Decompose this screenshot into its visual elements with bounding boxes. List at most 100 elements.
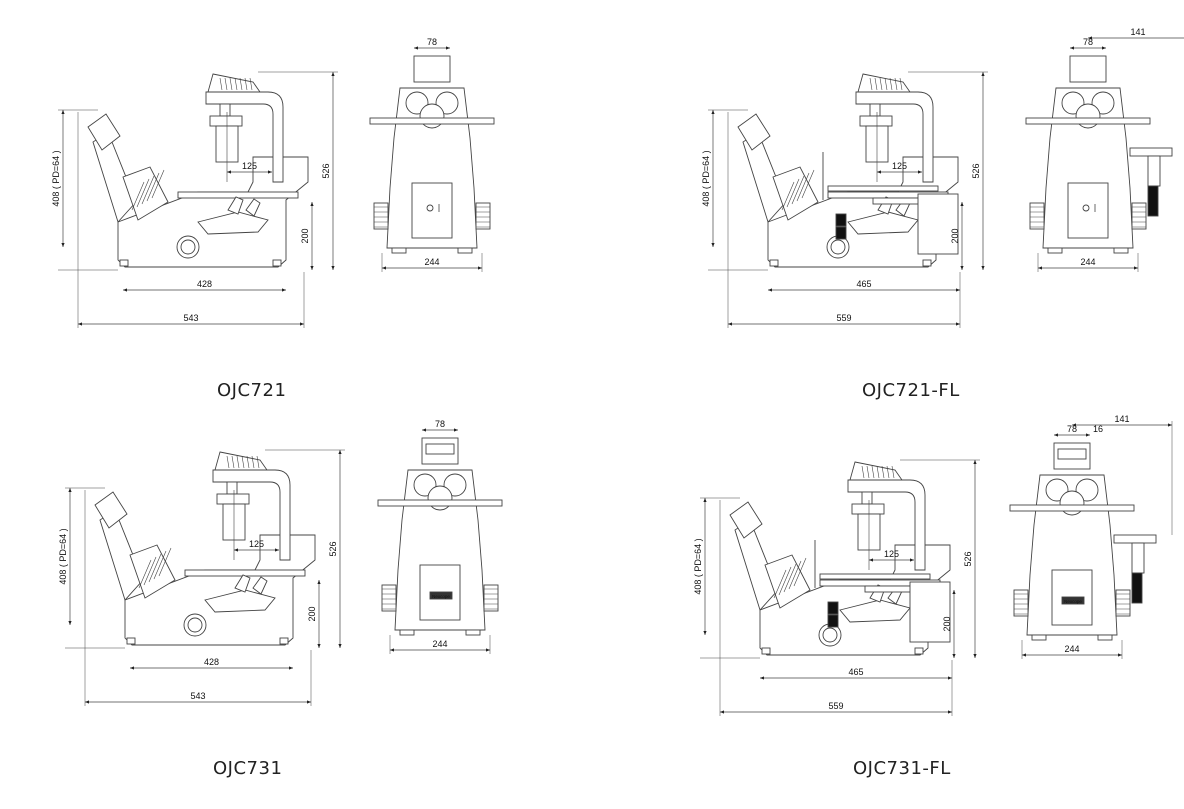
dimension-arrow [382, 266, 386, 270]
dimension-label: 125 [249, 539, 264, 549]
dimension-arrow [1102, 46, 1106, 50]
caption-ojc721-fl: OJC721-FL [862, 380, 960, 401]
vertical-dimension: 200 [942, 590, 956, 658]
dimension-arrow [703, 631, 707, 635]
side-panel [122, 166, 169, 221]
stage [177, 191, 299, 199]
dimension-label: 408 ( PD=64 ) [51, 150, 61, 206]
dimension-arrow [1054, 433, 1058, 437]
fl-black-knob [827, 601, 839, 615]
left-knob [1013, 589, 1029, 617]
dimension-arrow [952, 590, 956, 594]
front-body [394, 469, 486, 631]
dimension-label: 200 [300, 228, 310, 243]
fl-side-arm [1147, 155, 1161, 187]
caption-ojc731: OJC731 [213, 758, 283, 779]
panel-vent [791, 175, 805, 205]
foot [914, 647, 924, 655]
dimension-label: 125 [892, 161, 907, 171]
panel-vent [141, 175, 155, 205]
dimension-label: 244 [432, 639, 447, 649]
horizontal-dimension: 125 [869, 549, 914, 562]
left-knob [1029, 202, 1045, 230]
fl-side-bar [1129, 147, 1173, 157]
horizontal-dimension: 244 [382, 257, 482, 270]
fl-black-knob [835, 213, 847, 227]
panel-vent [153, 550, 167, 580]
side-panel [129, 544, 176, 599]
dimension-arrow [768, 288, 772, 292]
lamp-house [214, 451, 268, 471]
focus-knob-inner [187, 617, 203, 633]
dimension-arrow [973, 654, 977, 658]
vent-slot [251, 455, 255, 469]
vent-slot [234, 77, 238, 91]
power-switch [1082, 204, 1090, 212]
horizontal-dimension: 465 [768, 279, 960, 292]
vent-slot [879, 77, 883, 91]
nexcope-badge [1061, 596, 1085, 605]
vent-slot [229, 77, 233, 91]
stage-plate [369, 117, 495, 125]
panel-vent [783, 563, 797, 593]
dimension-label: 543 [190, 691, 205, 701]
panel-vent [796, 172, 810, 202]
panel-vent [788, 560, 802, 590]
dimension-arrow [338, 644, 342, 648]
dimension-arrow [956, 288, 960, 292]
illumination-arm [212, 469, 291, 561]
dimension-arrow [952, 654, 956, 658]
dimension-arrow [1072, 423, 1076, 427]
vertical-dimension: 526 [328, 450, 342, 648]
fl-side-bar [1113, 534, 1157, 544]
horizontal-dimension: 78 [1054, 424, 1090, 437]
dimension-label: 465 [856, 279, 871, 289]
right-knob [1115, 589, 1131, 617]
dimension-arrow [1168, 423, 1172, 427]
horizontal-dimension: 141 [1072, 414, 1172, 427]
dimension-label: 526 [963, 551, 973, 566]
condenser-top [869, 103, 881, 117]
dimension-arrow [981, 266, 985, 270]
dimension-arrow [289, 666, 293, 670]
top-port-window [425, 443, 455, 455]
dimension-arrow [877, 170, 881, 174]
vertical-dimension: 200 [307, 580, 321, 648]
dimension-label: 78 [1083, 37, 1093, 47]
front-foot [1031, 634, 1047, 641]
foot [922, 259, 932, 267]
eyepiece [729, 501, 763, 539]
caption-ojc731-fl: OJC731-FL [853, 758, 951, 779]
condenser-top [219, 103, 231, 117]
horizontal-dimension: 125 [234, 539, 279, 552]
panel-vent [131, 181, 145, 211]
lamp-house [857, 73, 911, 93]
vent-slot [246, 455, 250, 469]
dimension-label: 408 ( PD=64 ) [58, 528, 68, 584]
nosepiece [197, 211, 269, 235]
foot [272, 259, 282, 267]
front-foot [465, 629, 481, 636]
condenser-top [226, 481, 238, 495]
vent-slot [226, 455, 230, 469]
dimension-arrow [310, 266, 314, 270]
eyepiece [94, 491, 128, 529]
front-foot [1097, 634, 1113, 641]
vent-slot [876, 465, 880, 479]
dimension-arrow [61, 110, 65, 114]
panel-vent [151, 169, 165, 199]
dimension-arrow [1118, 653, 1122, 657]
fl-black-knob-2 [827, 614, 839, 628]
vent-slot [889, 77, 893, 91]
dimension-arrow [123, 288, 127, 292]
dimension-arrow [728, 322, 732, 326]
panel-vent [143, 556, 157, 586]
panel-vent [136, 178, 150, 208]
dimension-arrow [310, 202, 314, 206]
foot [769, 259, 779, 267]
vertical-dimension: 408 ( PD=64 ) [58, 488, 72, 625]
nosepiece [847, 211, 919, 235]
dimension-arrow [130, 666, 134, 670]
dimension-arrow [720, 710, 724, 714]
